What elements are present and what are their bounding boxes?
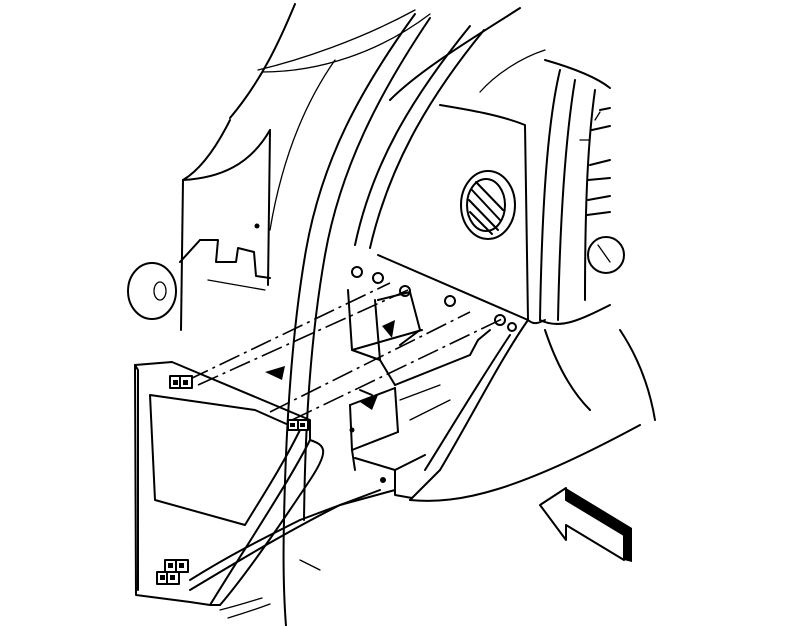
dash-upper-contours — [229, 3, 546, 119]
grommet-left — [127, 262, 177, 320]
instrument-panel-upper — [351, 104, 529, 332]
clip-icon — [164, 559, 189, 573]
clip-icon — [156, 571, 180, 585]
instrument-cluster — [527, 59, 625, 325]
support-frame — [265, 289, 491, 499]
clip-icon — [169, 375, 193, 389]
view-arrow-icon — [539, 487, 632, 562]
lower-trim-right — [409, 319, 656, 502]
alignment-dashed-lines — [187, 282, 503, 421]
pillar-trim — [269, 13, 485, 626]
left-side-bracket — [179, 119, 271, 331]
bolster-clips — [156, 375, 309, 585]
floor-lines — [219, 559, 321, 619]
knob-icon — [587, 236, 625, 274]
clip-icon — [287, 419, 309, 431]
air-vent-icon — [460, 170, 516, 240]
